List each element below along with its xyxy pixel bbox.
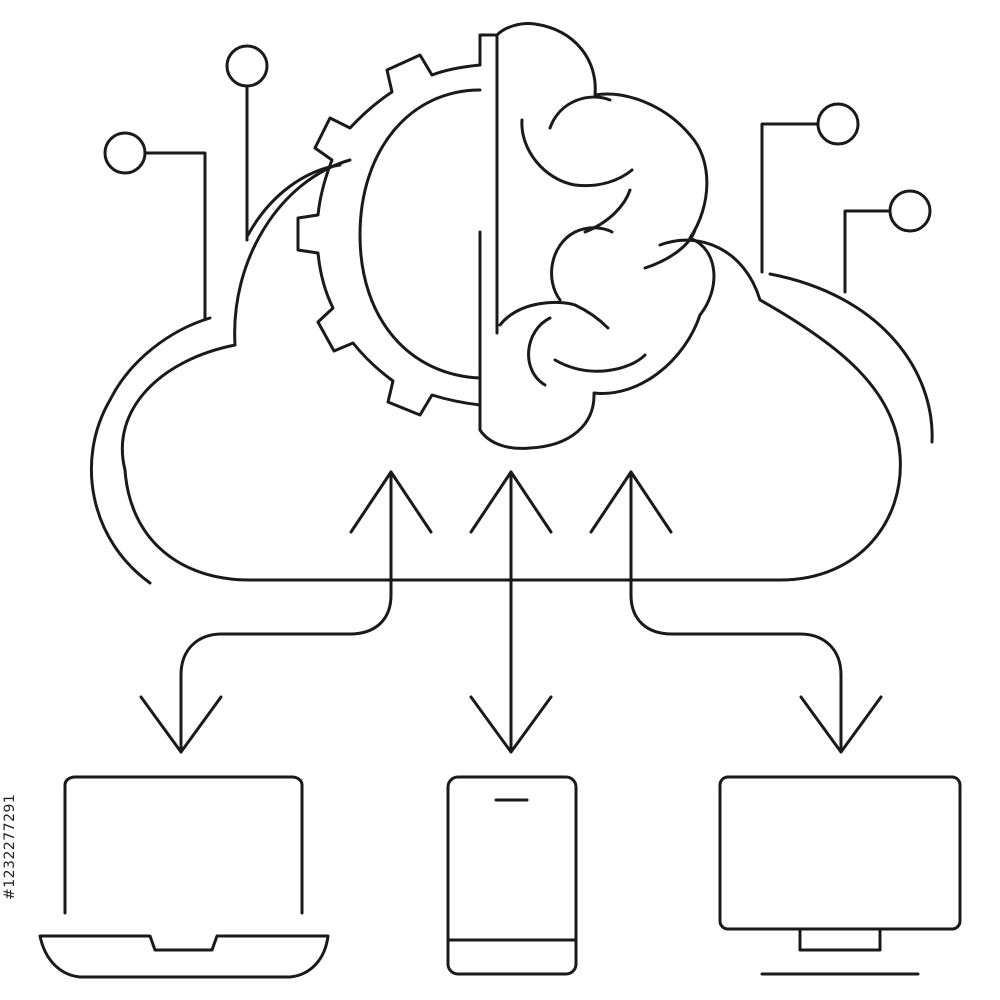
smartphone-icon <box>446 775 578 976</box>
arrow-down-icon <box>139 695 883 754</box>
cloud-icon <box>89 158 934 585</box>
gear-icon <box>296 33 499 432</box>
image-id-label: #1232277291 <box>2 793 18 900</box>
brain-icon <box>478 22 716 450</box>
monitor-icon <box>718 775 962 976</box>
circuit-node-icon <box>103 44 932 320</box>
arrow-up-icon <box>179 470 843 754</box>
laptop-icon <box>38 775 330 979</box>
